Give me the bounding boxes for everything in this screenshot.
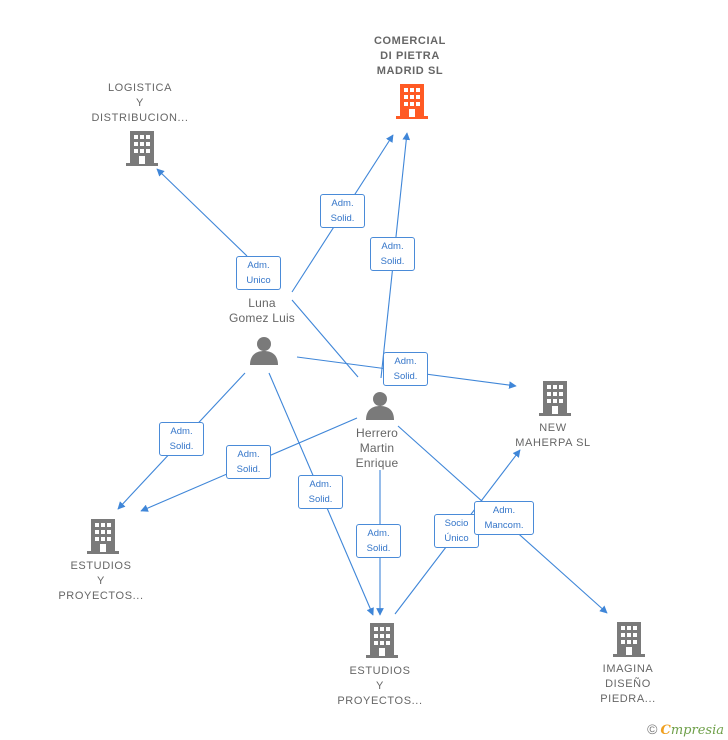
label-line: PROYECTOS... [58, 590, 144, 602]
edge-label-line: Solid. [380, 256, 405, 267]
label-line: COMERCIAL [373, 35, 446, 47]
label-line: MAHERPA SL [515, 437, 591, 449]
label-line: DISTRIBUCION... [91, 112, 189, 124]
edge-label-herrero-estudios-bottom[interactable]: Adm. Solid. [356, 524, 401, 558]
label-line: Martin [359, 441, 395, 455]
edge-label-line: Solid. [366, 543, 391, 554]
edge-label-luna-estudios-left[interactable]: Adm. Solid. [159, 422, 204, 456]
label-line: ESTUDIOS [349, 665, 411, 677]
building-icon [366, 623, 398, 658]
edge-label-line: Socio [444, 518, 469, 529]
edge-label-herrero-imagina[interactable]: Adm. Mancom. [474, 501, 534, 535]
edge-label-luna-logistica[interactable]: Adm. Unico [236, 256, 281, 290]
label-line: Y [97, 575, 105, 587]
edge-label-line: Mancom. [484, 520, 524, 531]
edge-label-herrero-comercial[interactable]: Adm. Solid. [370, 237, 415, 271]
edge-label-line: Solid. [393, 371, 418, 382]
label-line: DISEÑO [605, 678, 651, 690]
edge-label-luna-estudios-bottom[interactable]: Adm. Solid. [298, 475, 343, 509]
label-line: PROYECTOS... [337, 695, 423, 707]
label-line: Enrique [355, 456, 399, 470]
building-icon [126, 131, 158, 166]
edge-label-line: Adm. [381, 241, 404, 252]
edge-label-line: Adm. [309, 479, 332, 490]
edge-label-line: Adm. [237, 449, 260, 460]
label-line: Y [376, 680, 384, 692]
node-label: NEW MAHERPA SL [483, 421, 623, 451]
edge-label-line: Adm. [394, 356, 417, 367]
node-label: ESTUDIOS Y PROYECTOS... [31, 559, 171, 604]
building-icon [539, 381, 571, 416]
label-line: PIEDRA... [600, 693, 656, 705]
edge-label-line: Solid. [236, 464, 261, 475]
node-label: LOGISTICA Y DISTRIBUCION... [70, 81, 210, 126]
person-icon [250, 337, 278, 365]
label-line: ESTUDIOS [70, 560, 132, 572]
empresia-logo-initial: C [660, 723, 671, 738]
label-line: Luna [248, 296, 276, 310]
building-icon [613, 622, 645, 657]
edge-label-luna-comercial[interactable]: Adm. Solid. [320, 194, 365, 228]
edge-label-line: Adm. [331, 198, 354, 209]
node-label: ESTUDIOS Y PROYECTOS... [310, 664, 450, 709]
label-line: Y [136, 97, 144, 109]
label-line: Gomez Luis [228, 311, 296, 325]
edge-luna-logistica [156, 168, 248, 257]
node-label: IMAGINA DISEÑO PIEDRA... [558, 662, 698, 707]
label-line: DI PIETRA [380, 50, 440, 62]
edge-label-line: Solid. [169, 441, 194, 452]
edge-label-estudios-maherpa[interactable]: Socio Único [434, 514, 479, 548]
label-line: NEW [539, 422, 567, 434]
label-line: MADRID SL [376, 65, 444, 77]
edge-label-line: Solid. [330, 213, 355, 224]
edge-luna-herrero [291, 299, 359, 378]
empresia-credit: ©Cmpresia [647, 721, 724, 738]
empresia-logo-text: mpresia [670, 723, 724, 738]
node-label: Herrero Martin Enrique [307, 426, 447, 471]
label-line: LOGISTICA [107, 82, 173, 94]
edge-label-line: Solid. [308, 494, 333, 505]
label-line: IMAGINA [602, 663, 654, 675]
edge-label-luna-maherpa[interactable]: Adm. Solid. [383, 352, 428, 386]
edge-label-line: Adm. [170, 426, 193, 437]
person-icon [366, 392, 394, 420]
node-label: COMERCIAL DI PIETRA MADRID SL [340, 34, 480, 79]
building-icon [396, 84, 428, 119]
copyright-symbol: © [647, 721, 658, 737]
edge-label-herrero-estudios-left[interactable]: Adm. Solid. [226, 445, 271, 479]
edge-label-line: Único [444, 533, 469, 544]
building-icon [87, 519, 119, 554]
edge-label-line: Unico [246, 275, 271, 286]
label-line: Herrero [355, 426, 399, 440]
edge-label-line: Adm. [492, 505, 516, 516]
edge-label-line: Adm. [247, 260, 270, 271]
node-label: Luna Gomez Luis [192, 296, 332, 326]
edge-label-line: Adm. [367, 528, 390, 539]
